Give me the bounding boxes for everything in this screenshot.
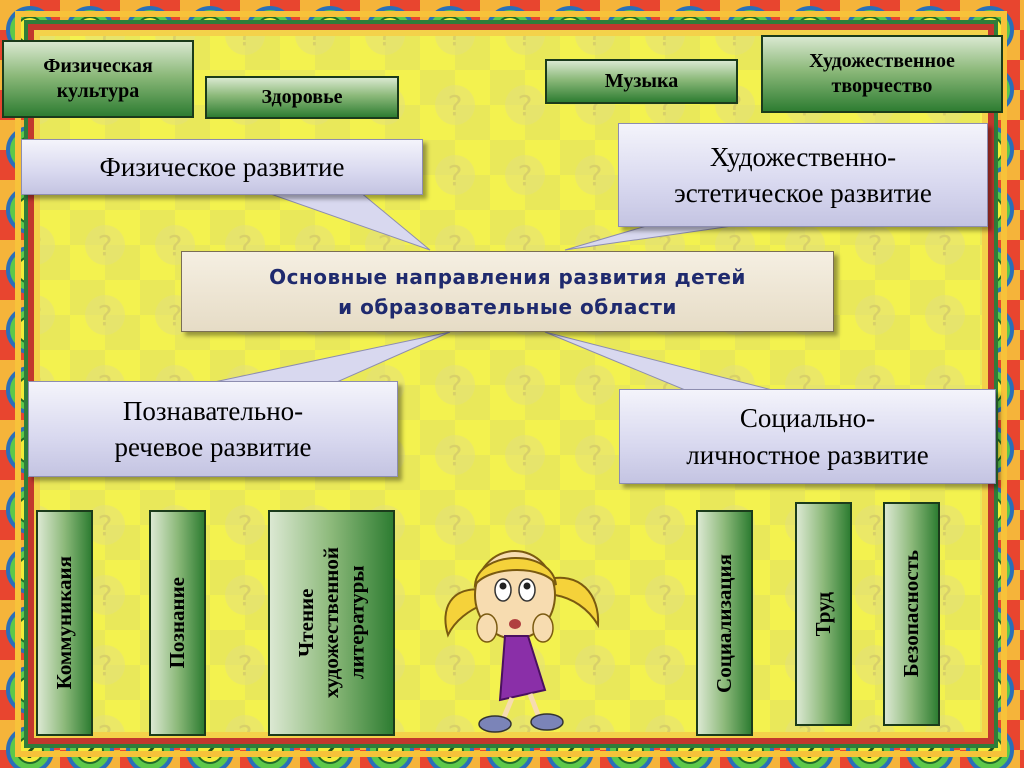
area-health: Здоровье: [205, 76, 399, 119]
area-reading-label: Чтение художественной литературы: [293, 547, 369, 699]
area-music: Музыка: [545, 59, 738, 104]
area-physical-culture: Физическая культура: [2, 40, 194, 118]
area-cognition: Познание: [149, 510, 206, 736]
area-art-creativity: Художественное творчество: [761, 35, 1003, 113]
direction-artistic: Художественно- эстетическое развитие: [618, 123, 988, 227]
girl-illustration: [444, 550, 600, 733]
area-socialization-label: Социализация: [711, 553, 736, 693]
area-communication: Коммуникаия: [36, 510, 93, 736]
area-reading: Чтение художественной литературы: [268, 510, 395, 736]
area-labor-label: Труд: [810, 591, 835, 637]
area-communication-label: Коммуникаия: [51, 556, 76, 690]
center-title: Основные направления развития детей и об…: [181, 251, 834, 332]
area-safety: Безопасность: [883, 502, 940, 726]
area-cognition-label: Познание: [164, 577, 189, 669]
area-labor: Труд: [795, 502, 852, 726]
direction-physical: Физическое развитие: [21, 139, 423, 195]
direction-cognitive: Познавательно- речевое развитие: [28, 381, 398, 477]
direction-social: Социально- личностное развитие: [619, 389, 996, 484]
area-safety-label: Безопасность: [898, 550, 923, 678]
area-socialization: Социализация: [696, 510, 753, 736]
